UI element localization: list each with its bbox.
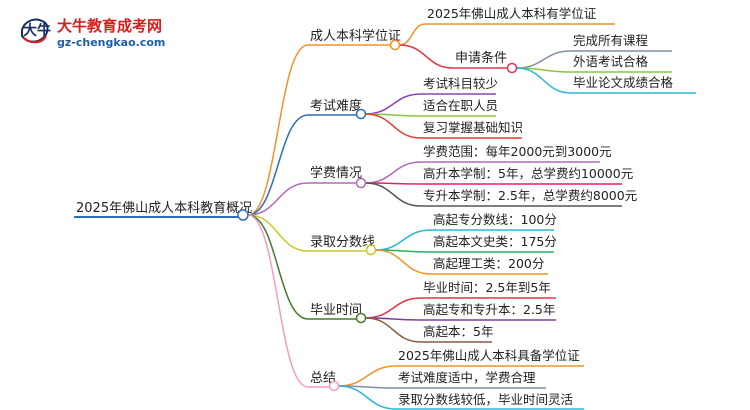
branch-connector bbox=[328, 380, 340, 392]
branch-node-summary[interactable]: 总结 bbox=[308, 371, 340, 392]
edge-branch-to-leaf bbox=[365, 182, 422, 207]
branch-label: 成人本科学位证 bbox=[310, 28, 401, 44]
leaf-label: 专升本学制：2.5年，总学费约8000元 bbox=[423, 188, 637, 203]
edge-branch-to-leaf bbox=[375, 229, 432, 251]
leaf-node[interactable]: 高升本学制：5年，总学费约10000元 bbox=[421, 166, 633, 185]
logo-emblem: 大牛 bbox=[21, 18, 51, 44]
branch-label: 毕业时间 bbox=[310, 303, 362, 318]
edge-root-to-branch bbox=[247, 214, 309, 252]
edge-branch-to-leaf bbox=[399, 44, 454, 69]
edge-branch-to-leaf bbox=[375, 249, 432, 275]
edge-subbranch-to-leaf bbox=[516, 50, 572, 69]
branch-label: 学费情况 bbox=[310, 165, 362, 181]
branch-node-difficulty[interactable]: 考试难度 bbox=[308, 98, 367, 120]
leaf-label: 高起本：5年 bbox=[423, 324, 493, 339]
branch-label: 录取分数线 bbox=[310, 235, 375, 250]
leaf-label: 高起专分数线：100分 bbox=[433, 212, 557, 227]
branch-connector bbox=[389, 39, 401, 51]
branch-connector bbox=[355, 312, 367, 324]
root-connector bbox=[237, 209, 249, 221]
root-label: 2025年佛山成人本科教育概况 bbox=[76, 200, 252, 216]
edge-root-to-branch bbox=[247, 44, 309, 216]
leaf-label: 适合在职人员 bbox=[423, 98, 498, 113]
leaf-node[interactable]: 2025年佛山成人本科具备学位证 bbox=[396, 348, 584, 367]
leaf-node[interactable]: 录取分数线较低，毕业时间灵活 bbox=[396, 392, 584, 410]
subbranch-node-apply-conditions[interactable]: 申请条件 bbox=[453, 50, 518, 74]
edge-branch-to-leaf bbox=[365, 93, 422, 115]
leaf-node[interactable]: 高起理工类：200分 bbox=[431, 256, 548, 275]
leaf-node[interactable]: 高起本文史类：175分 bbox=[431, 234, 557, 253]
branch-connector bbox=[355, 177, 367, 189]
leaf-node[interactable]: 外语考试合格 bbox=[571, 54, 672, 73]
leaf-node[interactable]: 专升本学制：2.5年，总学费约8000元 bbox=[421, 188, 637, 207]
branch-node-admission-score[interactable]: 录取分数线 bbox=[308, 235, 377, 256]
leaf-label: 完成所有课程 bbox=[573, 33, 649, 48]
leaf-label: 2025年佛山成人本科有学位证 bbox=[427, 6, 597, 21]
leaf-label: 高起专和专升本：2.5年 bbox=[423, 302, 555, 317]
logo-title: 大牛教育成考网 bbox=[57, 17, 162, 35]
edge-subbranch-to-leaf bbox=[516, 67, 572, 94]
leaf-node[interactable]: 高起专和专升本：2.5年 bbox=[421, 302, 556, 321]
logo-url: gz-chengkao.com bbox=[57, 36, 165, 49]
root-node[interactable]: 2025年佛山成人本科教育概况 bbox=[74, 200, 252, 221]
branch-label: 总结 bbox=[310, 371, 336, 386]
leaf-node[interactable]: 毕业论文成绩合格 bbox=[571, 75, 696, 94]
site-logo: 大牛 大牛教育成考网 gz-chengkao.com bbox=[21, 17, 165, 49]
subbranch-connector bbox=[506, 62, 518, 74]
edge-branch-to-leaf bbox=[365, 317, 422, 343]
leaf-label: 毕业论文成绩合格 bbox=[573, 75, 674, 90]
leaf-node[interactable]: 2025年佛山成人本科有学位证 bbox=[425, 6, 615, 25]
edge-root-to-branch bbox=[247, 214, 309, 320]
leaf-label: 高起本文史类：175分 bbox=[433, 234, 557, 249]
edge-root-to-branch bbox=[247, 214, 309, 388]
edge-branch-to-leaf bbox=[399, 23, 426, 46]
branch-connector bbox=[355, 108, 367, 120]
leaf-label: 高起理工类：200分 bbox=[433, 256, 544, 271]
branch-node-graduation-time[interactable]: 毕业时间 bbox=[308, 303, 367, 324]
leaf-label: 毕业时间：2.5年到5年 bbox=[423, 280, 551, 295]
leaf-label: 复习掌握基础知识 bbox=[423, 120, 523, 135]
leaf-label: 录取分数线较低，毕业时间灵活 bbox=[398, 392, 573, 407]
leaf-node[interactable]: 适合在职人员 bbox=[421, 98, 498, 117]
edge-branch-to-leaf bbox=[338, 365, 397, 387]
leaf-node[interactable]: 高起本：5年 bbox=[421, 324, 493, 343]
branch-node-degree[interactable]: 成人本科学位证 bbox=[308, 28, 401, 51]
leaf-node[interactable]: 学费范围：每年2000元到3000元 bbox=[421, 144, 612, 163]
edge-root-to-branch bbox=[247, 114, 309, 216]
branch-label: 考试难度 bbox=[310, 98, 362, 114]
leaf-node[interactable]: 高起专分数线：100分 bbox=[431, 212, 557, 231]
leaf-label: 考试难度适中，学费合理 bbox=[398, 370, 536, 385]
edge-root-to-branch bbox=[247, 182, 309, 216]
leaf-node[interactable]: 毕业时间：2.5年到5年 bbox=[421, 280, 556, 299]
subbranch-label: 申请条件 bbox=[455, 50, 507, 66]
leaf-label: 高升本学制：5年，总学费约10000元 bbox=[423, 166, 633, 181]
leaf-label: 外语考试合格 bbox=[573, 54, 649, 69]
leaf-label: 考试科目较少 bbox=[423, 76, 498, 91]
branch-node-tuition[interactable]: 学费情况 bbox=[308, 165, 367, 189]
leaf-label: 学费范围：每年2000元到3000元 bbox=[423, 144, 612, 159]
edge-branch-to-leaf bbox=[365, 297, 422, 319]
edge-branch-to-leaf bbox=[365, 161, 422, 184]
logo-mark-text: 大牛 bbox=[23, 22, 51, 39]
leaf-node[interactable]: 考试科目较少 bbox=[421, 76, 498, 95]
edge-branch-to-leaf bbox=[338, 385, 397, 410]
edges bbox=[247, 23, 572, 410]
leaf-node[interactable]: 复习掌握基础知识 bbox=[421, 120, 523, 139]
leaf-node[interactable]: 考试难度适中，学费合理 bbox=[396, 370, 546, 389]
edge-branch-to-leaf bbox=[365, 113, 422, 139]
branch-connector bbox=[365, 244, 377, 256]
leaf-node[interactable]: 完成所有课程 bbox=[571, 33, 672, 52]
leaf-label: 2025年佛山成人本科具备学位证 bbox=[398, 348, 580, 363]
